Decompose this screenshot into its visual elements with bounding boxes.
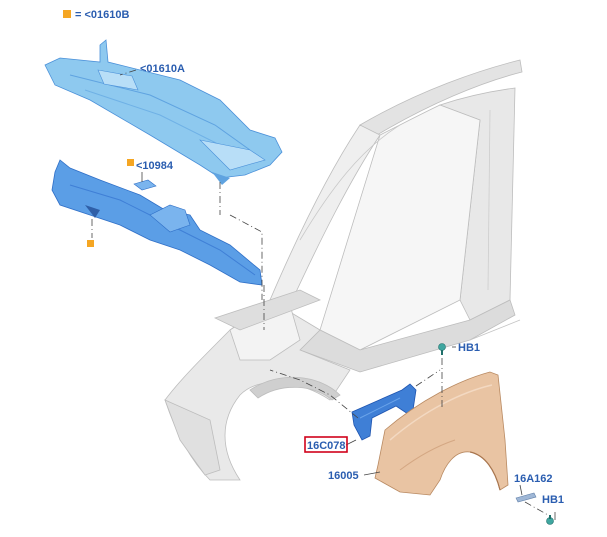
callout-clip-top: HB1 [458,342,480,354]
cowl-top-panel [44,39,283,185]
callout-clip-bottom: HB1 [542,494,564,506]
lower-cowl-panel [51,159,263,286]
fender-strip-16a162 [515,492,537,503]
highlight-box [304,436,348,453]
clip-hb1-bottom [546,515,554,525]
marker-lower-cowl-icon [87,240,94,247]
callout-part-fender: 16005 [328,470,359,482]
callout-cowl-top: <01610A [140,63,185,75]
callout-bracket-small: <10984 [136,160,174,172]
legend: = <01610B [63,9,129,21]
callout-part-bracket: 16C078 [307,440,346,452]
fender-bracket-16c078 [351,383,417,441]
marker-bracket-icon [127,159,134,166]
legend-marker-icon [63,10,71,18]
callout-strip: 16A162 [514,473,553,485]
legend-text: = <01610B [75,9,129,21]
clip-hb1-top [438,343,446,355]
body-side-structure [164,59,523,481]
small-bracket-10984 [133,179,157,191]
leader-lines [91,69,556,520]
front-fender-16005 [374,371,509,496]
